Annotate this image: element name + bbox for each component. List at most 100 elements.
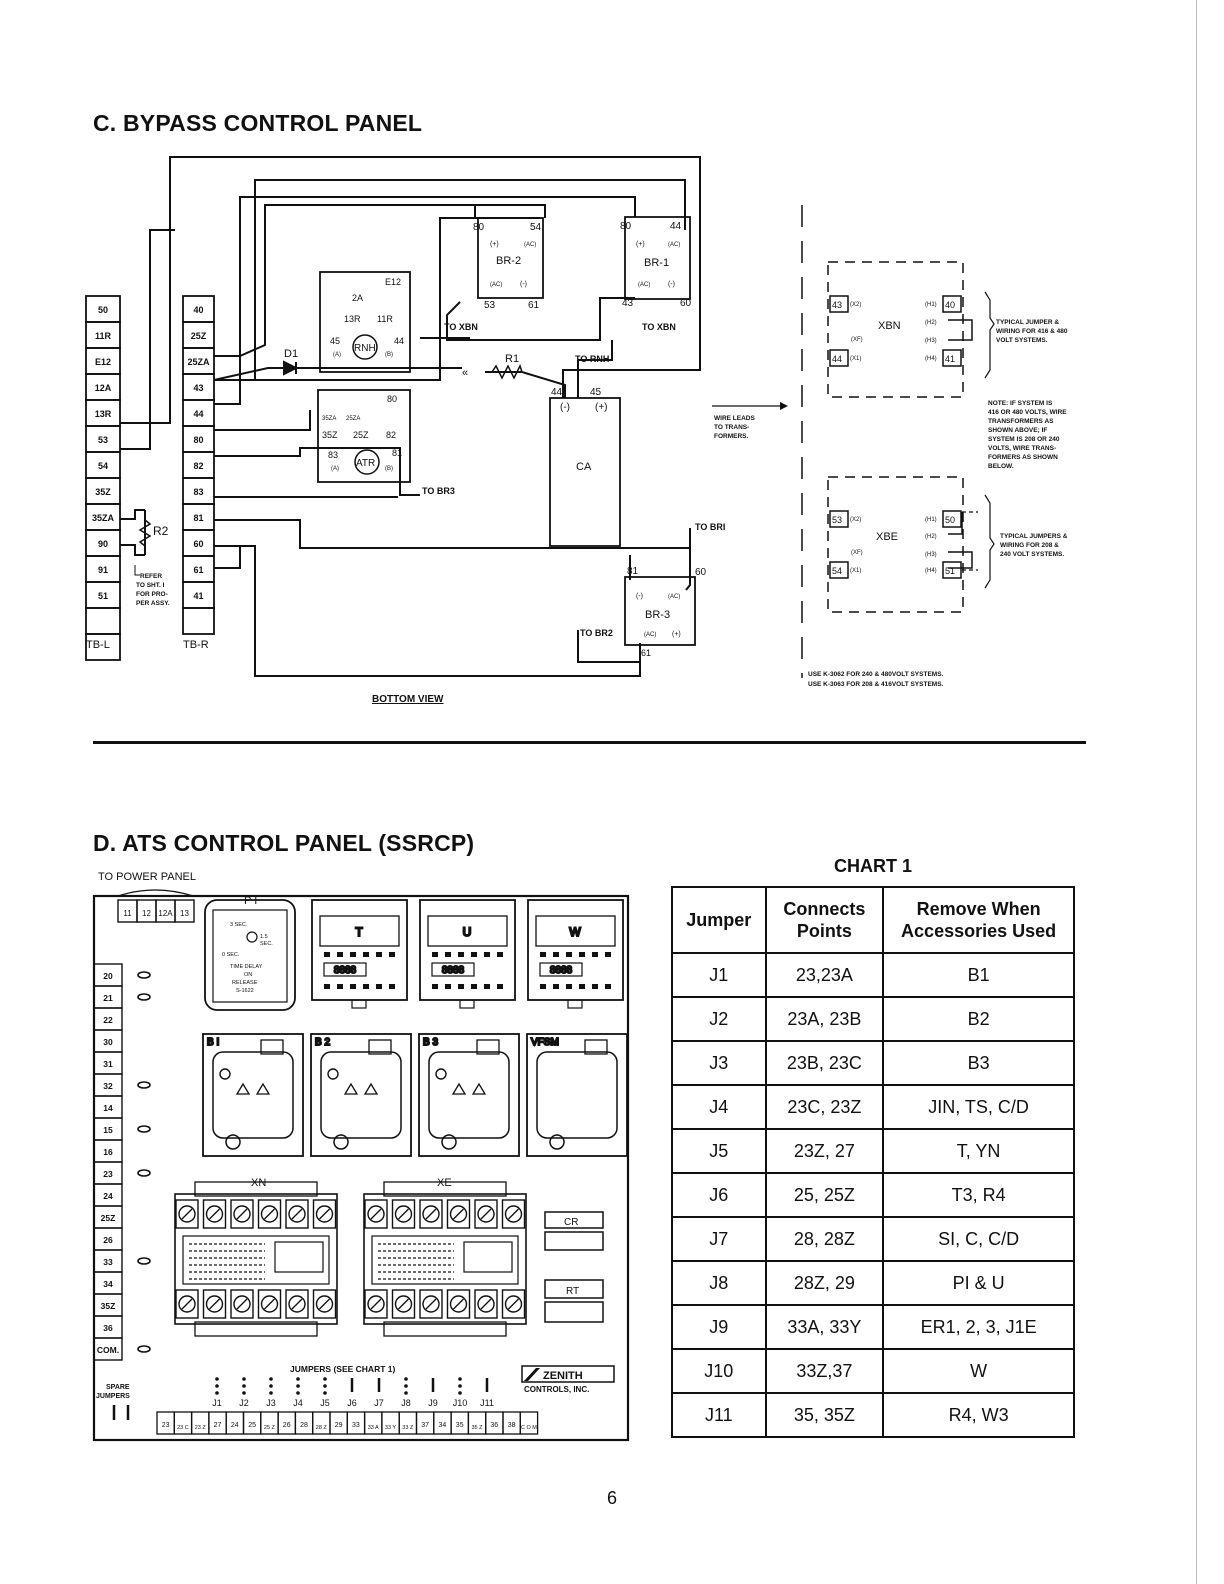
bottom-terminal-label: 25 [248, 1422, 256, 1429]
terminal-label: 82 [193, 461, 203, 471]
svg-text:(+): (+) [490, 241, 499, 248]
terminal-screw [288, 1205, 306, 1223]
svg-text:81: 81 [392, 448, 402, 458]
terminal-screw [477, 1205, 495, 1223]
to-br1-label: TO BRI [695, 522, 725, 532]
terminal-screw [137, 971, 151, 979]
bottom-terminal-label: 27 [214, 1422, 222, 1429]
plug-in-module [526, 1033, 628, 1157]
svg-text:(X1): (X1) [850, 568, 861, 574]
terminal-label: 43 [193, 383, 203, 393]
svg-text:XBN: XBN [878, 320, 901, 332]
terminal-label: 35ZA [92, 513, 115, 523]
left-terminal-label: 16 [103, 1147, 113, 1157]
svg-text:S-1622: S-1622 [236, 988, 254, 994]
xe-label: XE [437, 1177, 452, 1189]
svg-text:82: 82 [386, 430, 396, 440]
left-terminal-label: 25Z [101, 1213, 116, 1223]
cell-remove-when: JIN, TS, C/D [882, 1084, 1075, 1130]
timer-display: 8888 [334, 965, 357, 976]
timer-display: 8888 [442, 965, 465, 976]
terminal-label: 83 [193, 487, 203, 497]
refer-note: REFER TO SHT. I FOR PRO- PER ASSY. [136, 573, 170, 607]
left-terminal [93, 1337, 123, 1361]
cell-connects-points: 23B, 23C [764, 1040, 885, 1086]
table-header-row: Jumper Connects Points Remove When Acces… [671, 886, 1075, 954]
jumper-chart-table: Jumper Connects Points Remove When Acces… [671, 886, 1075, 1438]
svg-text:40: 40 [945, 300, 955, 310]
svg-text:SPARE: SPARE [106, 1384, 130, 1391]
svg-text:TIME DELAY: TIME DELAY [230, 964, 263, 970]
terminal-screw [449, 1295, 468, 1313]
transformer-xbn: 43 44 40 41 (X2) (XF) (X1) (H1) (H2) (H3… [827, 261, 995, 398]
cell-jumper: J8 [671, 1260, 767, 1306]
svg-text:FOR PRO-: FOR PRO- [136, 591, 168, 598]
svg-text:(-): (-) [668, 281, 675, 288]
section-divider [93, 741, 1086, 744]
bottom-terminal-label: C O M [521, 1425, 537, 1431]
plug-in-module [310, 1033, 412, 1157]
module-label: B 2 [315, 1037, 330, 1048]
svg-text:61: 61 [641, 648, 651, 658]
svg-text:53: 53 [484, 300, 496, 311]
transformer-body [174, 1193, 338, 1325]
cell-jumper: J2 [671, 996, 767, 1042]
jumper-label: J8 [401, 1398, 411, 1408]
chart-title: CHART 1 [833, 856, 912, 876]
jumper-label: J2 [239, 1398, 249, 1408]
power-terminal-label: 12 [142, 909, 151, 918]
cell-jumper: J10 [671, 1348, 767, 1394]
cell-remove-when: B3 [882, 1040, 1075, 1086]
module-pi: P I 3 SEC. 1.5 SEC. 0 SEC. TIME DELAY ON… [204, 895, 296, 1011]
svg-text:RELEASE: RELEASE [232, 980, 258, 986]
svg-text:(X2): (X2) [850, 517, 861, 523]
terminal-screw [233, 1295, 251, 1313]
left-terminal-label: 22 [103, 1015, 113, 1025]
svg-text:BR-3: BR-3 [645, 609, 670, 621]
xn-label: XN [251, 1177, 266, 1189]
cell-remove-when: B1 [882, 952, 1075, 998]
svg-text:416 OR 480 VOLTS, WIRE: 416 OR 480 VOLTS, WIRE [988, 409, 1067, 416]
svg-text:(H4): (H4) [925, 568, 937, 574]
bottom-terminal-label: 35 [456, 1422, 464, 1429]
svg-text:11R: 11R [377, 314, 393, 324]
bottom-terminal-label: 33 [352, 1422, 360, 1429]
plug-in-module [202, 1033, 304, 1157]
terminal-label: 25ZA [187, 357, 210, 367]
transformer-nameplate [182, 1235, 330, 1285]
svg-text:35Z: 35Z [322, 430, 338, 440]
svg-text:VOLTS, WIRE TRANS-: VOLTS, WIRE TRANS- [988, 445, 1056, 452]
bridge-br1: 80 44 (+) (AC) BR-1 (AC) (-) 43 60 [620, 216, 692, 309]
svg-text:WIRING FOR 208 &: WIRING FOR 208 & [1000, 542, 1059, 549]
left-terminal-label: COM. [97, 1345, 119, 1355]
zenith-logo: ZENITH CONTROLS, INC. [521, 1365, 615, 1394]
svg-text:CA: CA [576, 461, 592, 473]
svg-text:(X2): (X2) [850, 302, 861, 308]
relay-rnh-block: E12 2A 13R 11R RNH 45 44 (A) (B) [319, 271, 411, 373]
col-header-connects-points: Connects Points [764, 886, 885, 954]
module-label: B 3 [423, 1037, 438, 1048]
bottom-terminal [519, 1411, 539, 1435]
cell-connects-points: 28, 28Z [764, 1216, 885, 1262]
to-xbn-label-2: TO XBN [642, 322, 676, 332]
terminal-screw [394, 1205, 413, 1223]
capacitor-ca: 44 45 (-) (+) CA [549, 387, 621, 547]
svg-text:(H2): (H2) [925, 534, 937, 540]
svg-text:R1: R1 [505, 353, 519, 365]
terminal-screw [233, 1205, 251, 1223]
svg-text:(H3): (H3) [925, 338, 937, 344]
svg-text:83: 83 [328, 450, 338, 460]
svg-text:81: 81 [627, 566, 639, 577]
cell-connects-points: 23,23A [764, 952, 885, 998]
terminal-screw [205, 1205, 224, 1223]
terminal-screw [422, 1205, 440, 1223]
terminal-screw [137, 1081, 151, 1089]
terminal-screw [477, 1295, 495, 1313]
jumper-label: J9 [428, 1398, 438, 1408]
col-header-jumper: Jumper [671, 886, 767, 954]
svg-text:(-): (-) [560, 402, 570, 413]
